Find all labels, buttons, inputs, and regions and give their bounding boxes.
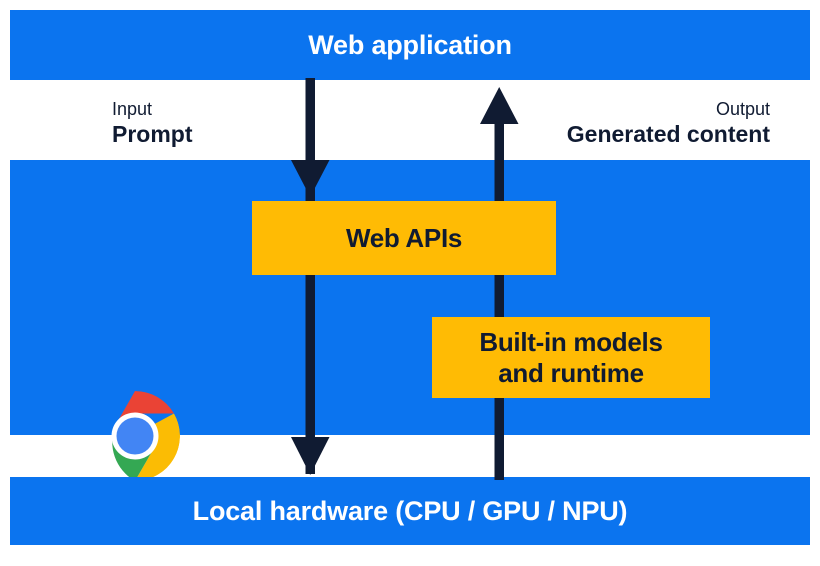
output-value-label: Generated content (566, 120, 770, 147)
web-application-label: Web application (308, 29, 512, 60)
chrome-red-arc (115, 391, 174, 425)
built-in-models-label: Built-in models and runtime (479, 326, 663, 388)
chrome-logo-icon (111, 391, 180, 481)
built-in-models-line-1: Built-in models (479, 326, 663, 357)
output-label-group: Output Generated content (567, 99, 770, 148)
local-hardware-panel: Local hardware (CPU / GPU / NPU) (10, 477, 810, 545)
input-value-label: Prompt (112, 120, 193, 147)
input-arrow-head (291, 437, 330, 475)
web-apis-box: Web APIs (252, 201, 556, 275)
web-application-panel: Web application (10, 10, 810, 80)
web-apis-label: Web APIs (345, 222, 463, 253)
chrome-yellow-arc (135, 413, 180, 481)
input-kind-label: Input (112, 99, 153, 119)
input-label-group: Input Prompt (112, 99, 193, 148)
built-in-models-box: Built-in models and runtime (432, 317, 710, 398)
output-kind-label: Output (715, 99, 770, 119)
built-in-models-line-2: and runtime (498, 357, 644, 388)
chrome-blue-core (116, 417, 154, 455)
local-hardware-label: Local hardware (CPU / GPU / NPU) (192, 495, 628, 526)
output-arrow-head (480, 87, 519, 124)
